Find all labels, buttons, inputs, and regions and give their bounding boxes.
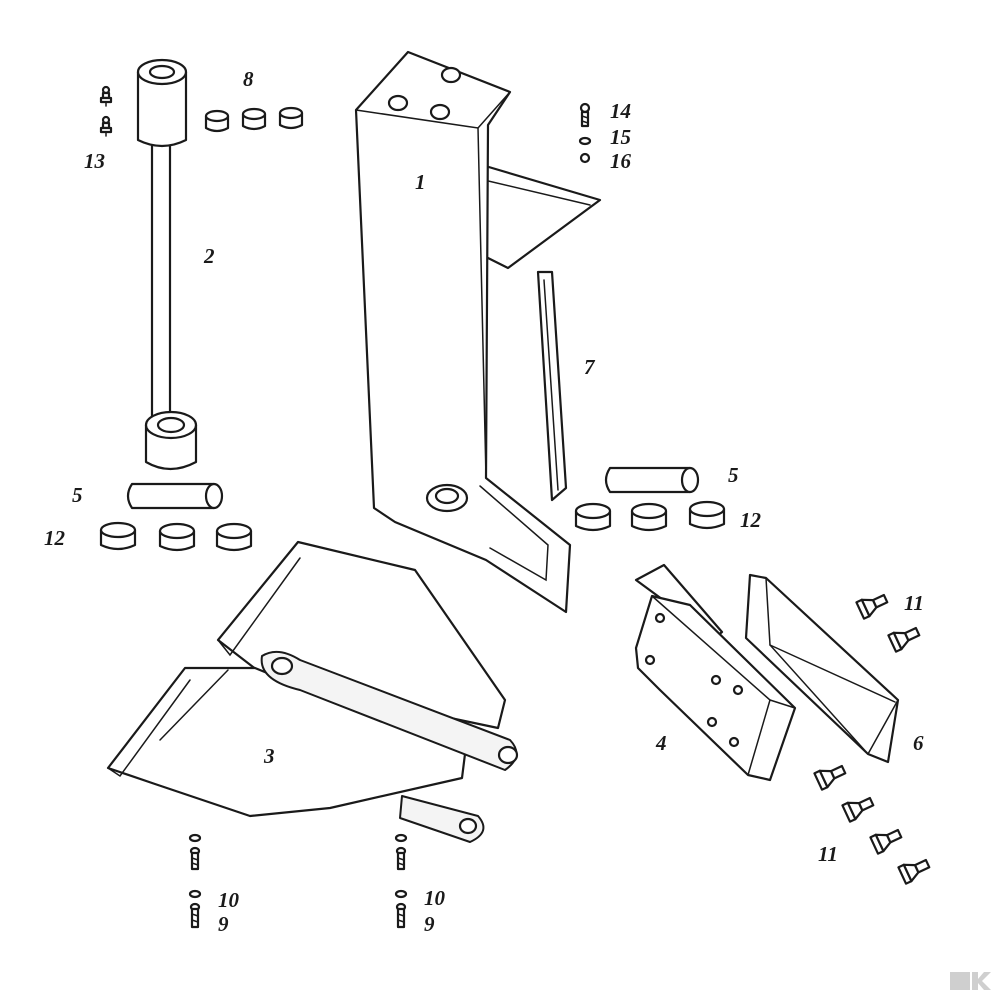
- part-11-bolt-a: [855, 593, 889, 620]
- callout-5-right: 5: [728, 463, 739, 487]
- callout-10-left: 10: [218, 888, 239, 912]
- callout-5-left: 5: [72, 483, 83, 507]
- callout-1: 1: [415, 170, 426, 194]
- part-5-pin-right: [604, 466, 700, 494]
- callout-11-upper: 11: [904, 591, 924, 615]
- callout-9-left: 9: [218, 912, 229, 936]
- part-10-washer-left-lower: [188, 889, 202, 899]
- part-14-bolt: [579, 102, 591, 128]
- part-16-nut: [579, 152, 591, 164]
- part-9-screw-left-upper: [189, 846, 201, 871]
- part-10-washer-right-lower: [394, 889, 408, 899]
- callout-7: 7: [584, 355, 595, 379]
- part-9-screw-right-lower: [395, 902, 407, 929]
- callout-6: 6: [913, 731, 924, 755]
- part-3-wings: [106, 540, 519, 843]
- callout-12-left: 12: [44, 526, 65, 550]
- part-12-split-bushings-right: [574, 500, 726, 532]
- part-11-bolt-e: [869, 828, 903, 855]
- part-10-washer-left-upper: [188, 833, 202, 843]
- callout-16: 16: [610, 149, 631, 173]
- callout-12-right: 12: [740, 508, 761, 532]
- part-9-screw-right-upper: [395, 846, 407, 871]
- part-4-point: [634, 563, 797, 782]
- part-1-main-leg: [354, 50, 602, 614]
- part-12-split-bushings-left: [99, 521, 253, 552]
- part-7-wear-strip: [536, 270, 568, 502]
- part-11-bolt-c: [813, 764, 847, 791]
- part-10-washer-right-upper: [394, 833, 408, 843]
- callout-3: 3: [264, 744, 275, 768]
- part-13-grease-nipples: [99, 85, 113, 137]
- part-11-bolt-b: [887, 626, 921, 653]
- callout-14: 14: [610, 99, 631, 123]
- part-9-screw-left-lower: [189, 902, 201, 929]
- part-8-bushings: [204, 106, 304, 133]
- callout-9-right: 9: [424, 912, 435, 936]
- part-2-link-rod: [136, 58, 198, 471]
- watermark-logo: [950, 972, 991, 990]
- callout-10-right: 10: [424, 886, 445, 910]
- callout-4: 4: [656, 731, 667, 755]
- callout-8: 8: [243, 67, 254, 91]
- callout-2: 2: [204, 244, 215, 268]
- part-15-washer: [578, 136, 592, 146]
- callout-11-lower: 11: [818, 842, 838, 866]
- callout-15: 15: [610, 125, 631, 149]
- part-5-pin-left: [126, 482, 224, 510]
- part-11-bolt-d: [841, 796, 875, 823]
- callout-13: 13: [84, 149, 105, 173]
- part-11-bolt-f: [897, 858, 931, 885]
- part-6-share-plate: [744, 573, 900, 764]
